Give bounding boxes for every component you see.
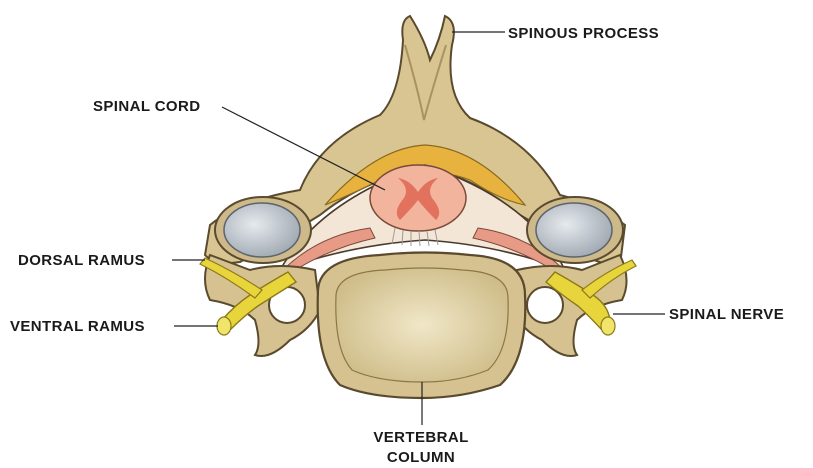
label-ventral-ramus: VENTRAL RAMUS (10, 318, 145, 335)
label-vertebral-column-line2: COLUMN (387, 449, 455, 466)
foramen-right (527, 287, 563, 323)
vertebral-body (318, 253, 526, 399)
facet-right (527, 197, 623, 263)
label-spinous-process: SPINOUS PROCESS (508, 25, 659, 42)
facet-left (215, 197, 311, 263)
label-dorsal-ramus: DORSAL RAMUS (18, 252, 145, 269)
label-vertebral-column-line1: VERTEBRAL (373, 429, 468, 446)
label-spinal-cord: SPINAL CORD (93, 98, 200, 115)
spinal-cord (370, 165, 466, 231)
label-spinal-nerve: SPINAL NERVE (669, 306, 784, 323)
